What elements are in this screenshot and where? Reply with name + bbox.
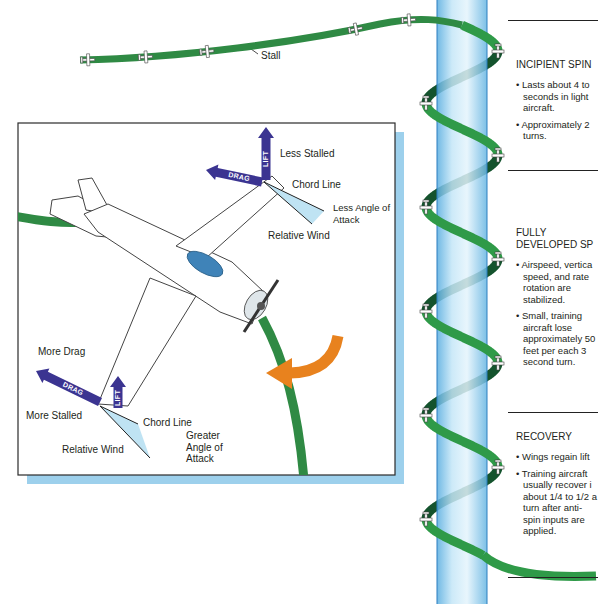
cowling <box>239 286 272 324</box>
angle-label: Greater Angle of Attack <box>186 430 234 465</box>
spiral-ribbon-front <box>426 208 498 260</box>
airplane-wing <box>420 206 432 209</box>
airplane-tail <box>495 252 501 254</box>
airplane-wing <box>492 258 504 261</box>
stage-bullet: • Small, training aircraft lose approxim… <box>516 310 598 368</box>
airplane-icon <box>420 96 432 110</box>
airplane-tail <box>423 96 429 98</box>
airplane-icon <box>138 50 153 63</box>
stage-band: INCIPIENT SPIN • Lasts about 4 to seconds… <box>508 20 598 170</box>
spiral-ribbon-front <box>462 25 498 52</box>
rotation-arrow <box>290 336 338 373</box>
airplane-wing <box>492 466 504 469</box>
stage-bullet: • Airspeed, vertica speed, and rate rota… <box>516 259 598 305</box>
drag-arrow <box>36 369 102 406</box>
spiral-ribbon-front <box>426 416 498 467</box>
airplane-tail <box>495 44 501 46</box>
stage-label: Stall <box>261 50 280 62</box>
stage-bullet: • Lasts about 4 to seconds in light airc… <box>516 79 598 114</box>
airplane-icon <box>347 22 363 37</box>
airplane-wing <box>144 51 148 63</box>
airplane-tail <box>423 512 429 514</box>
arrow-label: LIFT <box>262 151 270 167</box>
airplane-tail <box>138 54 140 60</box>
airplane-icon <box>420 512 432 526</box>
stall-label: Less Stalled <box>280 148 334 160</box>
angle-label: Less Angle of Attack <box>333 202 393 225</box>
drag-arrow <box>206 165 263 187</box>
airplane-wing <box>87 54 90 66</box>
stage-bullet: • Wings regain lift <box>516 451 598 463</box>
arrow-label: LIFT <box>114 390 122 406</box>
spinner <box>257 302 265 310</box>
stage-bullet: • Training aircraft usually recover i ab… <box>516 468 598 537</box>
line-label: Chord Line <box>292 179 341 191</box>
lift-arrow <box>258 127 274 180</box>
airplane-tail <box>423 200 429 202</box>
airplane-icon <box>420 200 432 214</box>
airplane-tail <box>495 148 501 150</box>
stage-heading: RECOVERY <box>516 431 598 443</box>
airplane-icon <box>492 356 504 370</box>
spiral-ribbon-front <box>426 520 483 556</box>
spin-axis-column <box>437 0 487 604</box>
airplane-icon <box>401 13 416 26</box>
propeller <box>244 280 278 332</box>
airplane-wing <box>205 45 209 57</box>
line-label: Chord Line <box>143 417 192 429</box>
airplane-wing <box>353 23 358 35</box>
airplane-wing <box>492 154 504 157</box>
chord-line <box>100 406 138 424</box>
flight-path <box>262 318 304 475</box>
airplane-icon <box>492 148 504 162</box>
stage-band: FULLY DEVELOPED SP • Airspeed, vertica sp… <box>508 170 598 412</box>
airplane-icon <box>492 44 504 58</box>
airplane-icon <box>81 54 95 66</box>
line-label: Relative Wind <box>62 444 124 456</box>
canopy <box>183 246 227 282</box>
airplane-wing <box>420 414 432 417</box>
leader-line <box>251 49 258 54</box>
airplane-tail <box>495 460 501 462</box>
flight-path <box>483 555 596 577</box>
airplane-wing <box>420 310 432 313</box>
arrow-label: DRAG <box>61 381 84 398</box>
stall-label: More Stalled <box>26 410 82 422</box>
airplane-tail <box>348 27 351 33</box>
force-label: More Drag <box>38 346 85 358</box>
airplane-icon <box>492 252 504 266</box>
airplane-icon <box>492 460 504 474</box>
rotation-arrowhead <box>266 358 292 389</box>
airplane-icon <box>199 45 214 58</box>
inset-panel <box>18 123 395 475</box>
airplane-tail <box>495 356 501 358</box>
airplane-tail <box>401 17 403 23</box>
airplane-icon <box>420 408 432 422</box>
airplane-tail <box>423 304 429 306</box>
stage-band: RECOVERY • Wings regain lift • Training ai… <box>508 412 598 578</box>
spiral-ribbon-front <box>426 104 498 156</box>
stage-heading: FULLY DEVELOPED SP <box>516 227 598 251</box>
lift-arrow <box>110 376 126 408</box>
airplane-wing <box>407 14 411 26</box>
airplane-wing <box>420 518 432 521</box>
airplane-tail <box>81 57 83 63</box>
right-wing <box>176 176 284 258</box>
stage-bullet: • Approximately 2 turns. <box>516 119 598 142</box>
airplane-wing <box>492 50 504 53</box>
airplane-tail <box>200 49 203 55</box>
line-label: Relative Wind <box>268 230 330 242</box>
airplane-icon <box>420 304 432 318</box>
airplane-wing <box>492 362 504 365</box>
airplane-wing <box>420 102 432 105</box>
stage-heading: INCIPIENT SPIN <box>516 59 598 71</box>
airplane-tail <box>423 408 429 410</box>
spiral-ribbon-front <box>426 312 498 363</box>
arrow-label: DRAG <box>228 171 251 183</box>
